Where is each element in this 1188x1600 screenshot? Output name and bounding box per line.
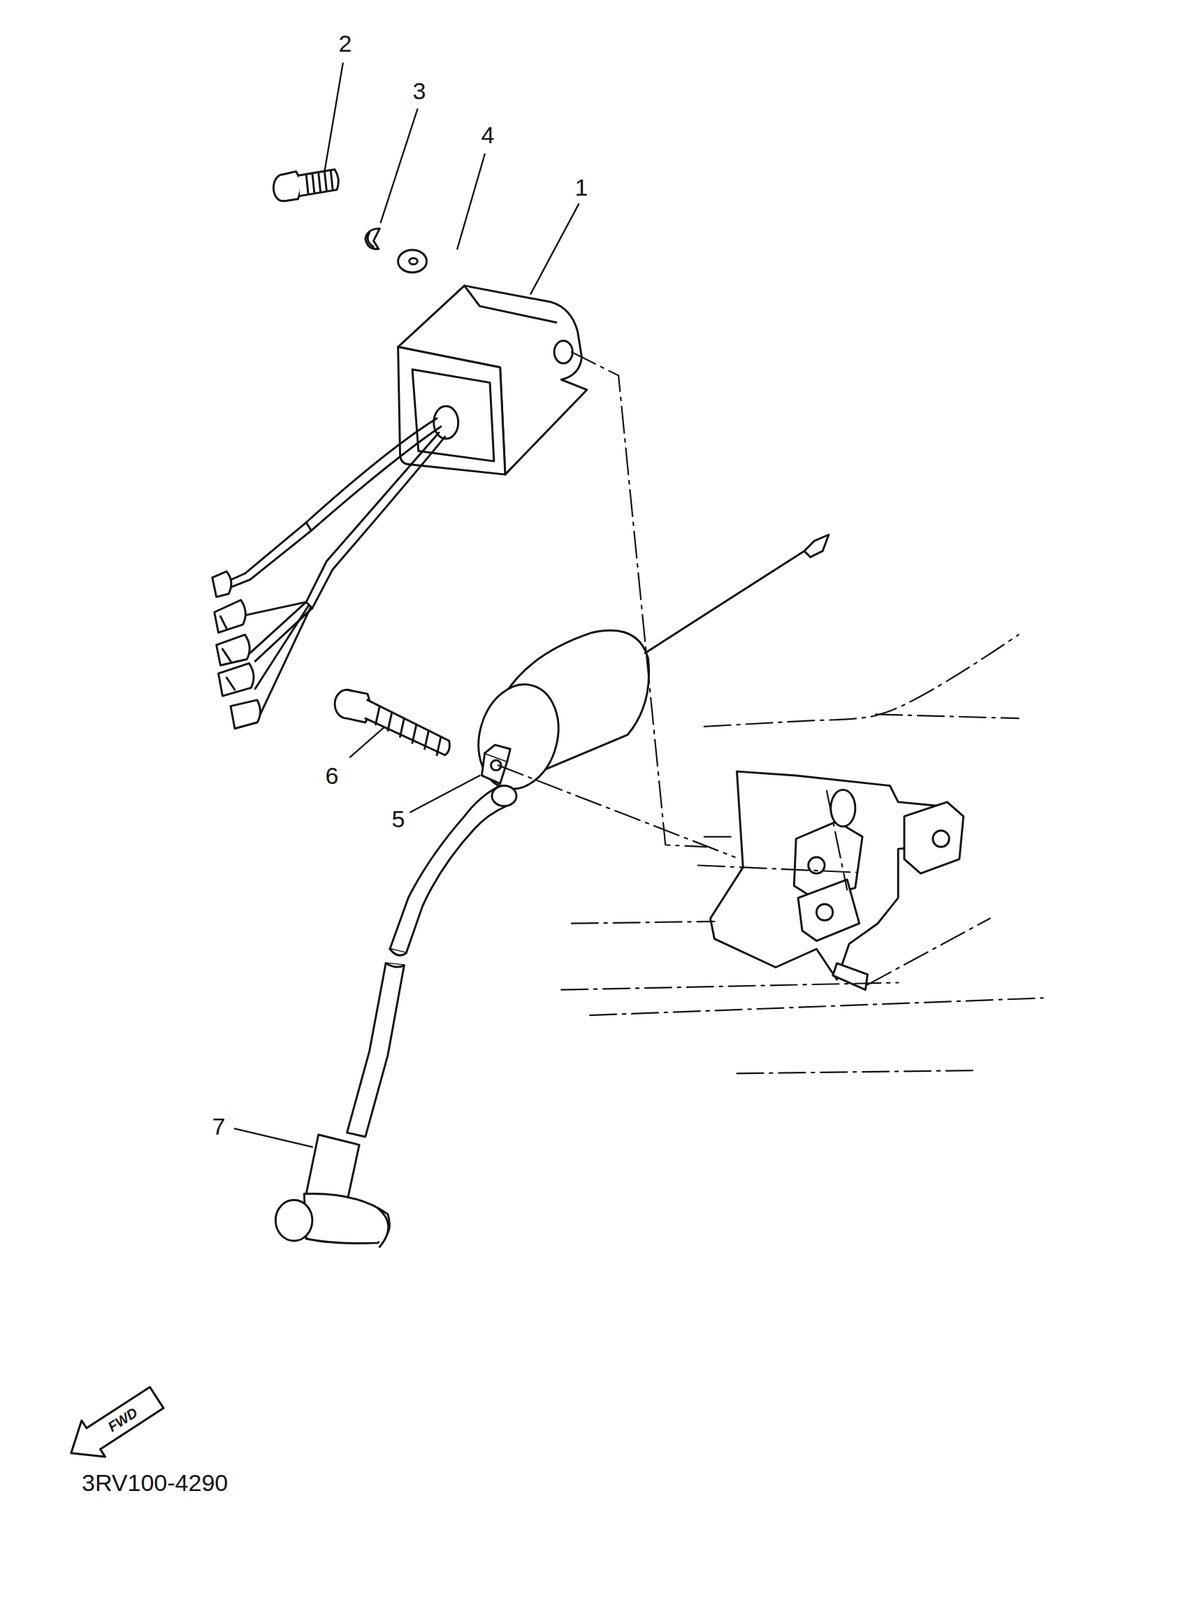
- callout-number: 1: [575, 175, 589, 200]
- callout-number: 5: [392, 807, 406, 831]
- callout-number: 4: [481, 122, 495, 147]
- callout-number: 6: [325, 763, 339, 788]
- callout-number: 3: [413, 78, 427, 103]
- figure-code: 3RV100-4290: [81, 1471, 228, 1495]
- callout-number: 2: [338, 31, 353, 56]
- direction-arrow: FWD: [57, 1377, 171, 1474]
- callout-number: 7: [212, 1114, 226, 1139]
